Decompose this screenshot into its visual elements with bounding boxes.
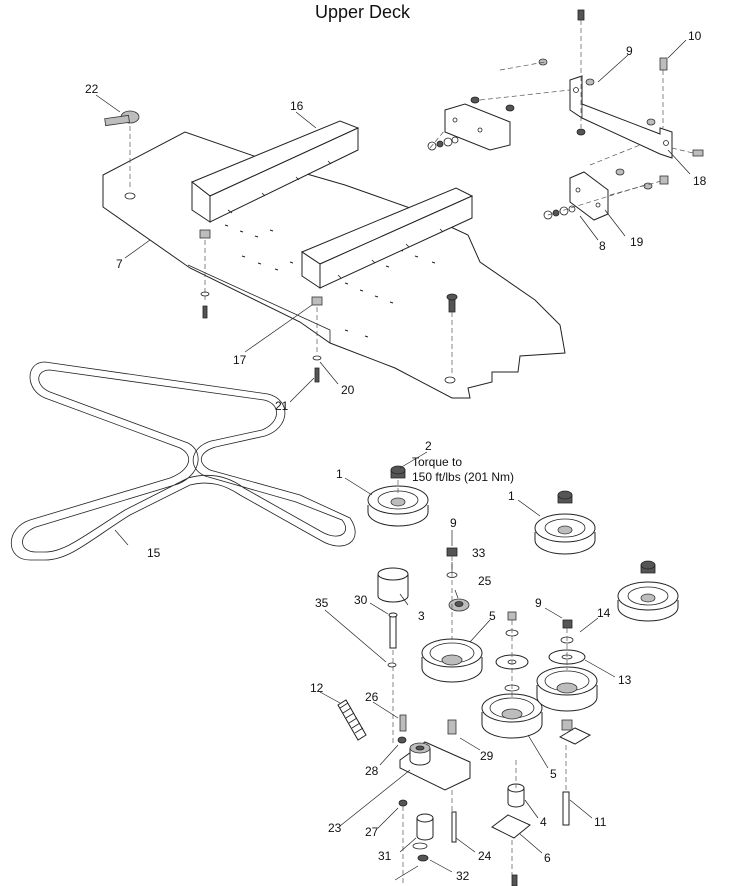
torque-note-line-1: Torque to — [412, 455, 462, 469]
torque-note-line-2: 150 ft/lbs (201 Nm) — [412, 470, 514, 484]
callout-6: 6 — [544, 851, 551, 865]
rail-right — [300, 187, 474, 289]
callout-5-upper: 5 — [489, 609, 496, 623]
pulley-1-center — [534, 490, 596, 555]
idler-mount-plates — [491, 719, 592, 886]
pivot-hardware — [398, 799, 434, 885]
callout-29: 29 — [480, 749, 494, 763]
callout-9-right: 9 — [535, 596, 542, 610]
callout-25: 25 — [478, 574, 492, 588]
callout-labels: 22 16 7 17 20 21 9 10 18 19 8 15 2 1 1 9… — [85, 29, 707, 883]
drive-belt — [10, 361, 356, 561]
grease-fitting — [104, 110, 140, 190]
idler-pulley-lower — [481, 693, 543, 739]
bushing-and-pin — [377, 567, 409, 745]
callout-15: 15 — [147, 546, 161, 560]
callout-10: 10 — [688, 29, 702, 43]
callout-27: 27 — [365, 825, 379, 839]
tension-spring — [337, 699, 367, 741]
callout-13: 13 — [618, 673, 632, 687]
callout-18: 18 — [693, 174, 707, 188]
callout-2: 2 — [425, 439, 432, 453]
spacer-stack — [446, 547, 586, 700]
callout-12: 12 — [310, 681, 324, 695]
idler-arm — [397, 714, 471, 843]
callout-11: 11 — [594, 815, 607, 829]
callout-26: 26 — [365, 690, 379, 704]
callout-35: 35 — [315, 596, 329, 610]
callout-24: 24 — [478, 849, 492, 863]
idler-brackets — [427, 9, 704, 221]
callout-9-mid: 9 — [450, 516, 457, 530]
callout-23: 23 — [328, 821, 342, 835]
diagram-title: Upper Deck — [314, 2, 411, 22]
callout-5-lower: 5 — [550, 767, 557, 781]
rail-left — [191, 120, 360, 223]
callout-30: 30 — [354, 593, 368, 607]
callout-21: 21 — [275, 399, 289, 413]
callout-16: 16 — [290, 99, 304, 113]
callout-1-center: 1 — [508, 489, 515, 503]
callout-20: 20 — [341, 383, 355, 397]
callout-3: 3 — [418, 609, 425, 623]
leader-lines — [95, 39, 691, 881]
callout-28: 28 — [365, 764, 379, 778]
callout-14: 14 — [597, 606, 611, 620]
callout-33: 33 — [472, 546, 486, 560]
idler-pulley-upper — [421, 638, 483, 683]
pulley-1-left — [367, 465, 429, 527]
callout-7: 7 — [116, 257, 123, 271]
pulley-1-right — [617, 560, 679, 622]
callout-19: 19 — [630, 235, 644, 249]
callout-17: 17 — [233, 353, 247, 367]
callout-9-top: 9 — [626, 44, 633, 58]
idler-pulley-right — [536, 666, 598, 712]
callout-1-left: 1 — [336, 467, 343, 481]
callout-4: 4 — [540, 815, 547, 829]
callout-31: 31 — [378, 849, 392, 863]
rail-fasteners — [199, 229, 323, 383]
callout-32: 32 — [456, 869, 470, 883]
callout-22: 22 — [85, 82, 99, 96]
callout-8: 8 — [599, 239, 606, 253]
